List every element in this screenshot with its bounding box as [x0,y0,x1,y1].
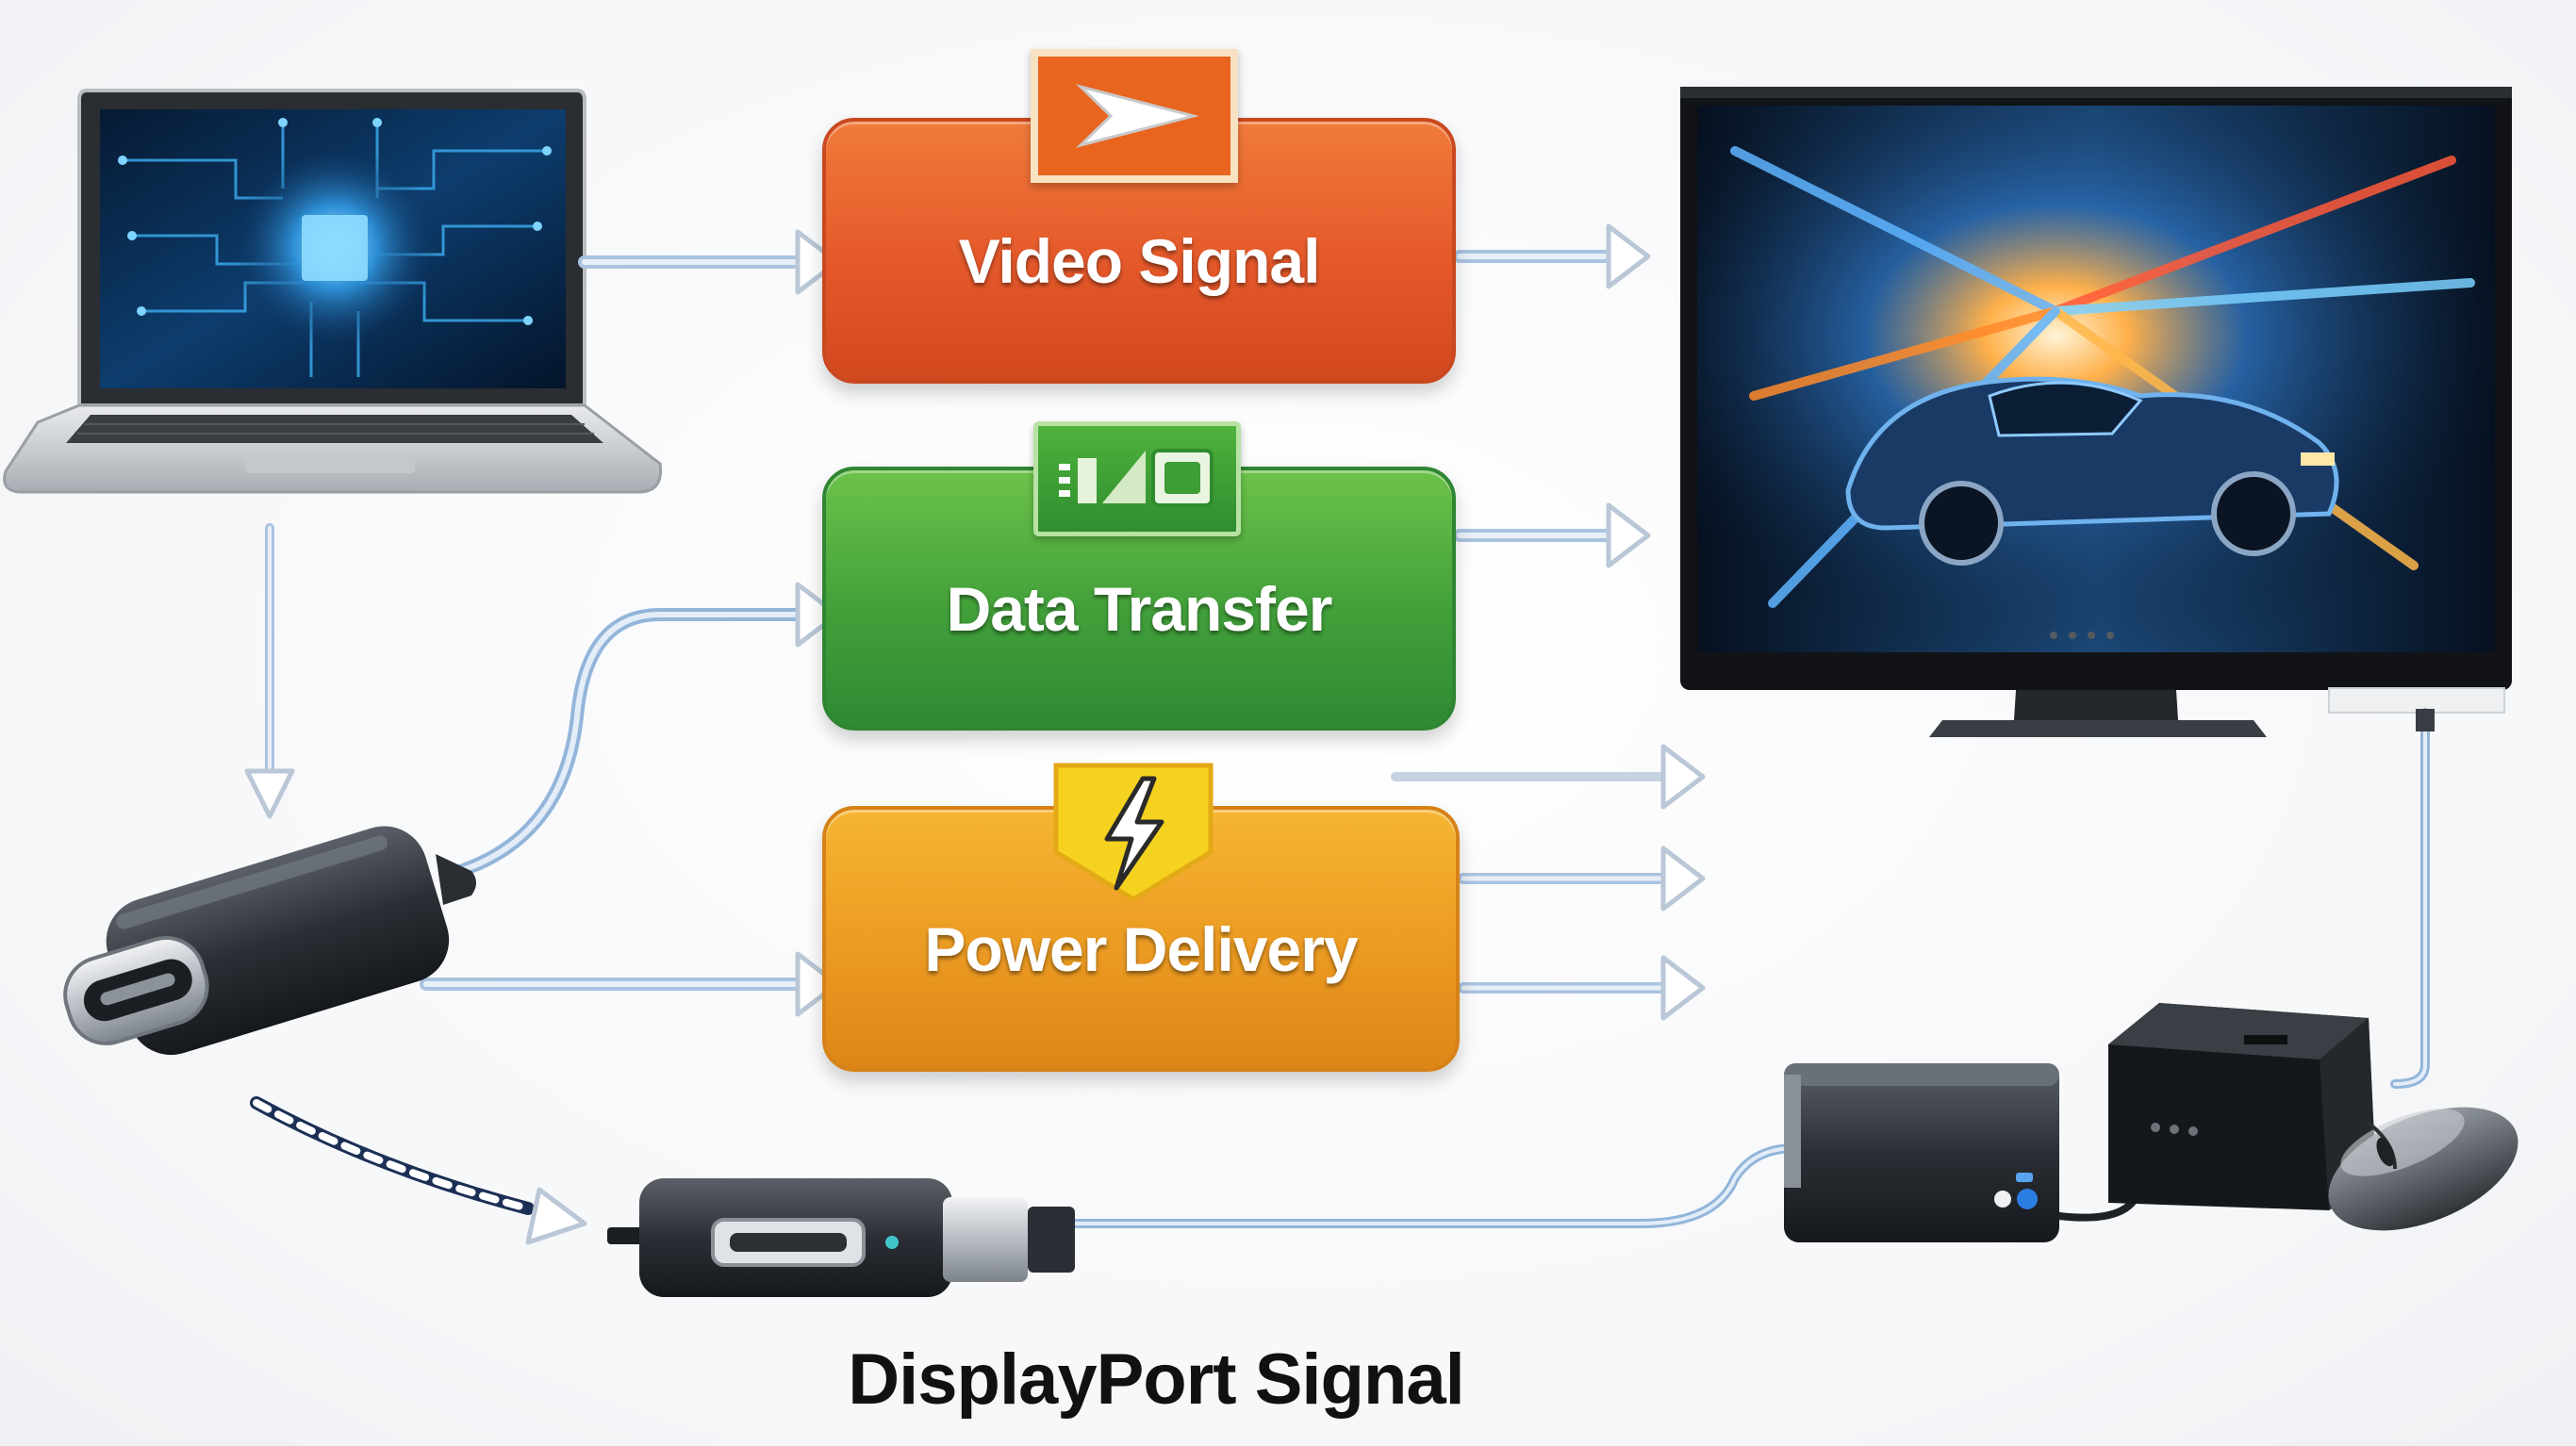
mouse-icon [2328,1107,2518,1231]
connector-lines [250,250,2435,1228]
data-transfer-icon [1033,421,1241,536]
play-arrow-icon [1031,49,1238,183]
power-delivery-label: Power Delivery [924,914,1358,984]
usb-c-connector-icon [63,826,476,1056]
arrowheads [244,223,1706,1245]
data-transfer-label: Data Transfer [946,574,1333,644]
caption-text: DisplayPort Signal [848,1339,1464,1420]
usb-hub-icon [1784,1063,2059,1242]
laptop-icon [3,89,663,494]
monitor-icon [1680,87,2512,737]
displayport-adapter-icon [607,1178,1075,1297]
diagram-caption: DisplayPort Signal [0,1339,2576,1421]
video-signal-label: Video Signal [958,226,1321,296]
lightning-bolt-icon [1049,762,1218,903]
